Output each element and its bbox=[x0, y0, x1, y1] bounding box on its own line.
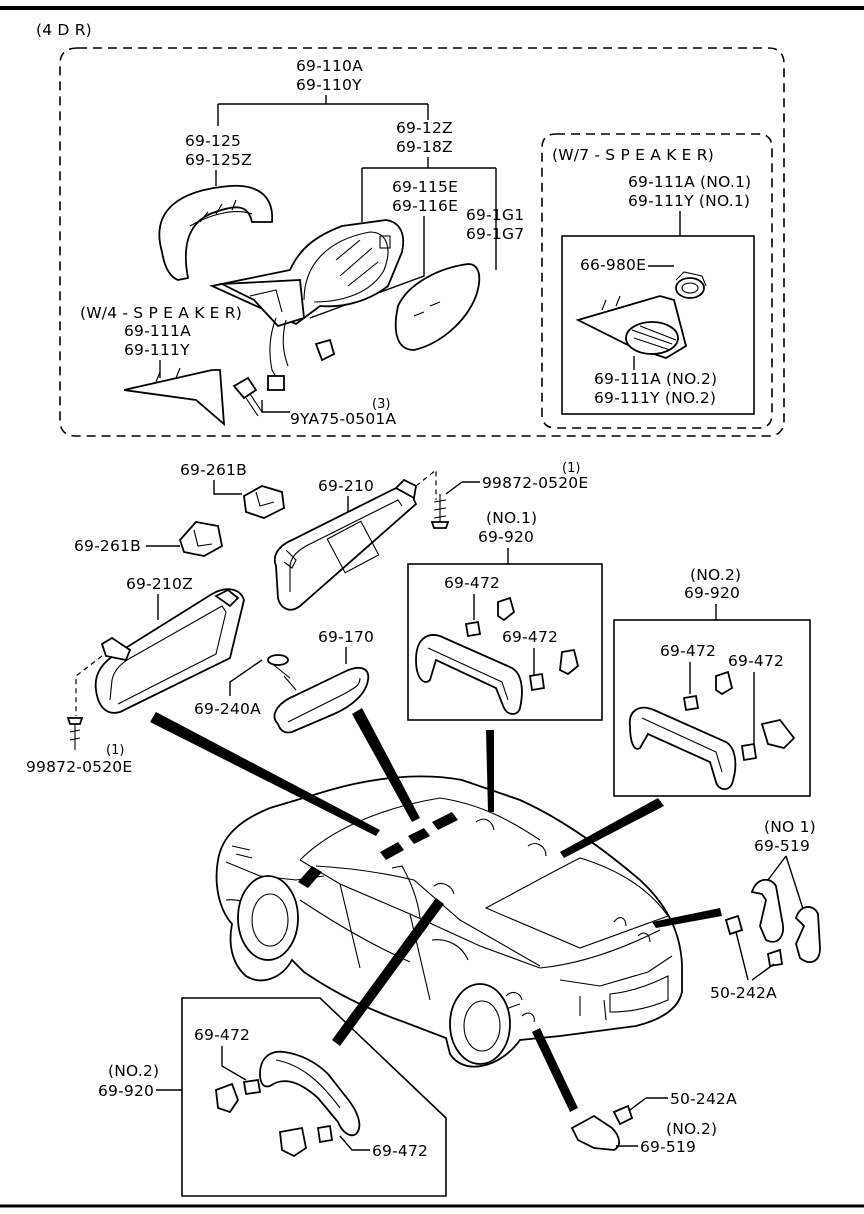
handle-no2l-box bbox=[181, 997, 447, 1197]
mirror-glass-part bbox=[394, 263, 481, 351]
label-screw-top-qty: (1) bbox=[562, 461, 580, 476]
handle-no1-part bbox=[415, 634, 523, 715]
label-trunk-handle-no1: 69-519 bbox=[754, 837, 810, 855]
leader-mirror-body bbox=[361, 157, 497, 270]
visor-clip-a-part bbox=[243, 485, 285, 519]
label-handle-no2l-cap-b-real: 69-472 bbox=[372, 1142, 428, 1160]
vehicle-illustration bbox=[215, 775, 683, 1068]
label-w7-part-no1-2: 69-111Y (NO.1) bbox=[628, 192, 750, 210]
label-handle-no2r-tag: (NO.2) bbox=[690, 566, 741, 584]
handle-no2l-part bbox=[259, 1050, 361, 1137]
label-outside-mirror-2: 69-110Y bbox=[296, 76, 362, 94]
mirror-housing-part bbox=[209, 219, 405, 391]
label-screw-bottom: 99872-0520E bbox=[26, 758, 132, 776]
label-handle-no2l-cap-a: 69-472 bbox=[194, 1026, 250, 1044]
trunk-handle-no2-part bbox=[570, 1104, 634, 1151]
w7-speaker-box bbox=[561, 235, 755, 415]
label-w4-speaker-title: (W/4 - S P E A K E R) bbox=[80, 304, 242, 322]
label-trunk-clip-no1: 50-242A bbox=[710, 984, 777, 1002]
page-title: (4 D R) bbox=[36, 21, 92, 39]
label-handle-no1-cap-a: 69-472 bbox=[444, 574, 500, 592]
leader-mirror-base bbox=[229, 659, 263, 696]
pointer-wedges bbox=[150, 708, 722, 1112]
handle-no2r-caps bbox=[682, 670, 796, 762]
label-bolt: 9YA75-0501A bbox=[290, 410, 396, 428]
rear-view-mirror-part bbox=[267, 654, 370, 734]
w4-speaker-trim-part bbox=[123, 367, 226, 427]
w7-speaker-unit-part bbox=[675, 271, 707, 299]
w7-trim-part bbox=[575, 295, 688, 359]
leader-handle-no2l-cap-a bbox=[221, 1046, 247, 1081]
label-screw-bottom-qty: (1) bbox=[106, 743, 124, 758]
label-handle-no1-tag: (NO.1) bbox=[486, 509, 537, 527]
label-w4-speaker-1: 69-111A bbox=[124, 322, 191, 340]
label-handle-no2r-cap-b: 69-472 bbox=[728, 652, 784, 670]
label-bolt-qty: (3) bbox=[372, 397, 390, 412]
label-handle-no1-cap-b: 69-472 bbox=[502, 628, 558, 646]
label-visor-clip-b: 69-261B bbox=[74, 537, 141, 555]
label-handle-no2r-cap-a: 69-472 bbox=[660, 642, 716, 660]
leader-bolt bbox=[261, 400, 290, 413]
label-screw-top: 99872-0520E bbox=[482, 474, 588, 492]
handle-no2r-box bbox=[613, 619, 811, 797]
handle-no2r-part bbox=[628, 706, 737, 790]
label-mirror-cover-1: 69-125 bbox=[185, 132, 241, 150]
screw-top-part bbox=[430, 494, 450, 529]
label-mirror-motor-2: 69-116E bbox=[392, 197, 458, 215]
label-mirror-base: 69-240A bbox=[194, 700, 261, 718]
label-mirror-body-1: 69-12Z bbox=[396, 119, 453, 137]
sunvisor-left-part bbox=[94, 588, 245, 714]
handle-no1-box bbox=[407, 563, 603, 721]
label-sunvisor-right: 69-210 bbox=[318, 477, 374, 495]
label-w7-part-no2-2: 69-111Y (NO.2) bbox=[594, 389, 716, 407]
label-trunk-handle-no1-tag: (NO 1) bbox=[764, 818, 816, 836]
w7-speaker-frame bbox=[541, 133, 773, 429]
label-mirror-glass-2: 69-1G7 bbox=[466, 225, 524, 243]
label-trunk-handle-no2: 69-519 bbox=[640, 1138, 696, 1156]
label-w7-part-no1-1: 69-111A (NO.1) bbox=[628, 173, 751, 191]
label-trunk-handle-no2-tag: (NO.2) bbox=[666, 1120, 717, 1138]
bolt-part bbox=[232, 376, 263, 417]
label-handle-no2l: 69-920 bbox=[98, 1082, 154, 1100]
label-handle-no1: 69-920 bbox=[478, 528, 534, 546]
leader-visor-clip-a bbox=[213, 480, 242, 495]
label-handle-no2r: 69-920 bbox=[684, 584, 740, 602]
label-mirror-glass-1: 69-1G1 bbox=[466, 206, 524, 224]
label-sunvisor-left: 69-210Z bbox=[126, 575, 193, 593]
leader-outside-mirror bbox=[217, 95, 429, 126]
handle-no2l-caps bbox=[215, 1078, 334, 1158]
label-mirror-cover-2: 69-125Z bbox=[185, 151, 252, 169]
visor-left-screw-guide bbox=[75, 655, 103, 716]
handle-no1-caps bbox=[464, 596, 580, 692]
label-mirror-body-2: 69-18Z bbox=[396, 138, 453, 156]
label-w7-part-no2-1: 69-111A (NO.2) bbox=[594, 370, 717, 388]
sunvisor-right-part bbox=[273, 478, 418, 611]
label-rear-view-mirror: 69-170 bbox=[318, 628, 374, 646]
label-visor-clip-a: 69-261B bbox=[180, 461, 247, 479]
label-w7-speaker-title: (W/7 - S P E A K E R) bbox=[552, 146, 714, 164]
visor-right-screw-guide bbox=[415, 468, 437, 500]
label-w7-speaker: 66-980E bbox=[580, 256, 646, 274]
leader-trunk-handle-no1 bbox=[767, 855, 805, 913]
mirror-cover-part bbox=[158, 184, 273, 281]
label-trunk-clip-no2: 50-242A bbox=[670, 1090, 737, 1108]
trunk-handle-no1-part bbox=[724, 878, 821, 968]
label-w4-speaker-2: 69-111Y bbox=[124, 341, 190, 359]
label-mirror-motor-1: 69-115E bbox=[392, 178, 458, 196]
leader-trunk-clip-no1 bbox=[735, 931, 775, 981]
leader-trunk-clip-no2 bbox=[629, 1097, 668, 1111]
leader-screw-top bbox=[445, 481, 480, 495]
screw-bottom-part bbox=[66, 717, 84, 750]
visor-clip-b-part bbox=[178, 521, 224, 557]
label-outside-mirror-1: 69-110A bbox=[296, 57, 363, 75]
label-handle-no2l-tag: (NO.2) bbox=[108, 1062, 159, 1080]
leader-handle-no2l-cap-b bbox=[339, 1135, 370, 1151]
mirror-group-frame bbox=[59, 47, 785, 437]
